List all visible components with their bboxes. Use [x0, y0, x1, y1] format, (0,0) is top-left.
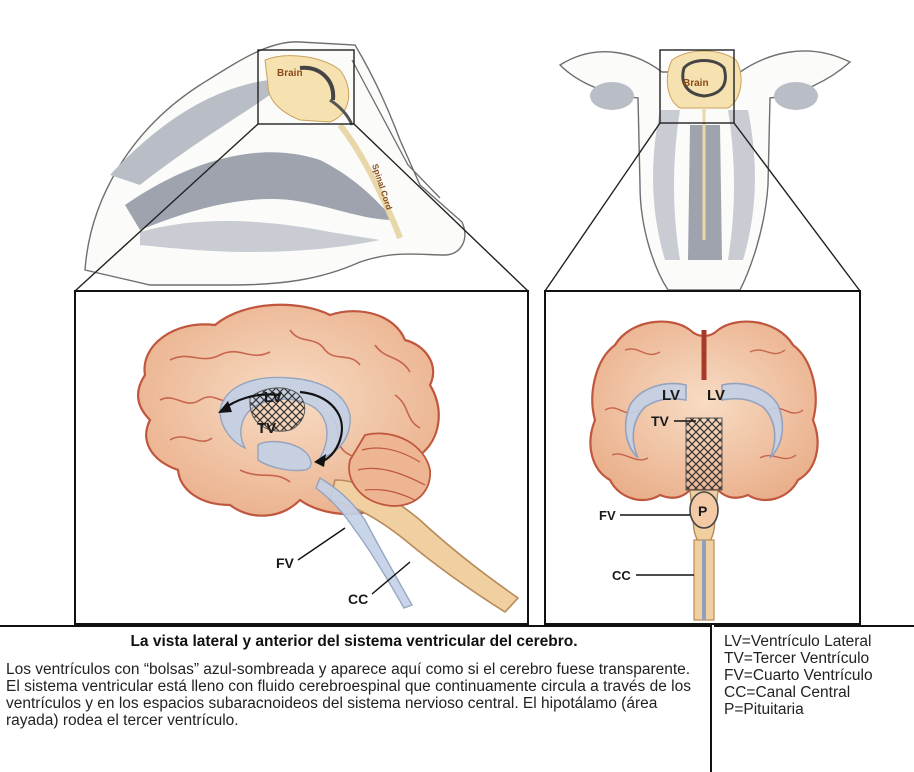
caption-title: La vista lateral y anterior del sistema … [6, 633, 702, 651]
label-lv-lateral: LV [264, 389, 282, 406]
label-lv-left-anterior: LV [662, 387, 680, 404]
cow-head-lateral: Brain Spinal Cord [85, 42, 465, 285]
label-p-anterior: P [698, 503, 707, 519]
anterior-brain: LV LV TV P FV CC [590, 322, 817, 620]
fv-lateral-leader [298, 528, 345, 560]
label-fv-anterior: FV [599, 508, 616, 523]
label-cc-lateral: CC [348, 591, 368, 607]
label-fv-lateral: FV [276, 555, 295, 571]
caption-box: La vista lateral y anterior del sistema … [0, 625, 712, 772]
label-cc-anterior: CC [612, 568, 631, 583]
anterior-brain-small-label: Brain [683, 78, 709, 89]
legend-item-p: P=Pituitaria [724, 701, 914, 718]
legend-item-cc: CC=Canal Central [724, 684, 914, 701]
label-lv-right-anterior: LV [707, 387, 725, 404]
label-tv-anterior: TV [651, 413, 670, 429]
legend-item-fv: FV=Cuarto Ventrículo [724, 667, 914, 684]
lateral-brain: LV TV FV CC [138, 305, 518, 612]
legend-box: LV=Ventrículo Lateral TV=Tercer Ventrícu… [714, 625, 914, 772]
legend-item-tv: TV=Tercer Ventrículo [724, 650, 914, 667]
lateral-brain-small-label: Brain [277, 68, 303, 79]
ventricular-system-diagram: Brain Spinal Cord Brain [0, 0, 914, 625]
caption-body: Los ventrículos con “bolsas” azul-sombre… [6, 661, 702, 729]
legend-item-lv: LV=Ventrículo Lateral [724, 633, 914, 650]
label-tv-lateral: TV [257, 420, 276, 437]
cow-head-anterior: Brain [560, 50, 850, 290]
